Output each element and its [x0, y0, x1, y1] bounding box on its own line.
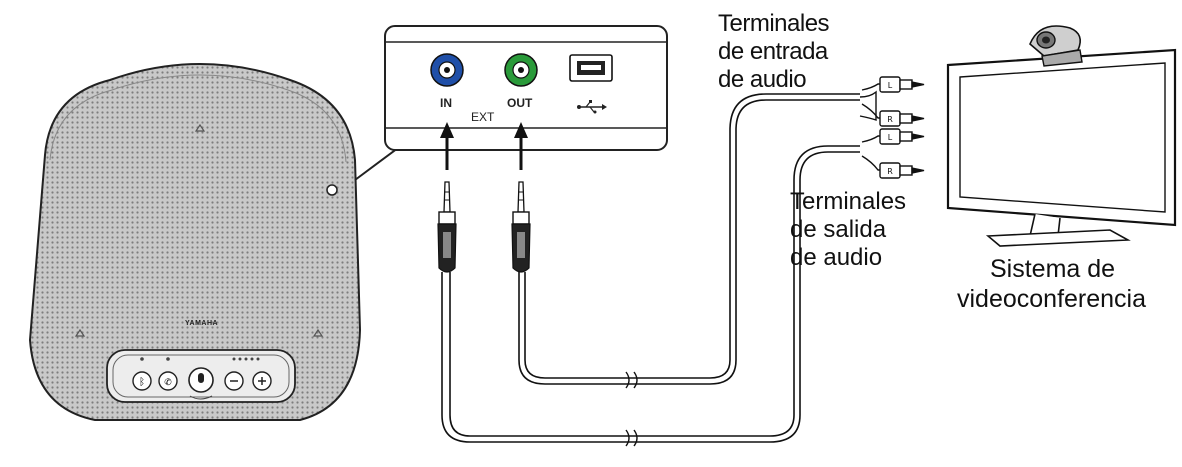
out-plug [511, 181, 531, 273]
speakerphone: ᛒ ✆ [28, 63, 362, 421]
input-terminals-label-line1: Terminales [718, 10, 830, 37]
input-terminals-label-line3: de audio [718, 66, 807, 93]
output-terminals-label-line1: Terminales [790, 188, 907, 215]
call-button-icon [158, 371, 178, 391]
svg-text:L: L [888, 133, 893, 142]
mic-marker-icon [74, 328, 86, 337]
svg-text:ᛒ: ᛒ [139, 377, 145, 388]
svg-text:R: R [887, 115, 893, 124]
bluetooth-button-icon [132, 371, 152, 391]
input-terminals-label-line2: de entrada [718, 38, 828, 65]
cables [441, 93, 860, 447]
usb-icon [577, 100, 607, 114]
mic-marker-icon [194, 123, 206, 132]
svg-text:R: R [887, 167, 893, 176]
connection-arrows [440, 122, 528, 170]
indicator-led-icon [326, 184, 338, 196]
ext-label: EXT [471, 110, 495, 124]
output-terminals-label-line3: de audio [790, 244, 883, 271]
in-port-label: IN [440, 96, 452, 110]
system-label-line1: Sistema de [990, 255, 1116, 283]
output-terminals-label-line2: de salida [790, 216, 887, 243]
webcam-icon [1029, 25, 1083, 67]
mic-marker-icon [312, 328, 324, 337]
monitor [946, 48, 1177, 247]
port-panel [384, 25, 668, 151]
rca-output-connectors: L R [861, 128, 925, 179]
system-label-line2: videoconferencia [957, 285, 1147, 313]
svg-text:✆: ✆ [164, 378, 172, 388]
svg-text:L: L [888, 81, 893, 90]
in-plug [437, 181, 457, 273]
rca-input-connectors: L R [859, 76, 925, 127]
brand-logo: YAMAHA [185, 320, 219, 327]
out-port-label: OUT [507, 96, 533, 110]
